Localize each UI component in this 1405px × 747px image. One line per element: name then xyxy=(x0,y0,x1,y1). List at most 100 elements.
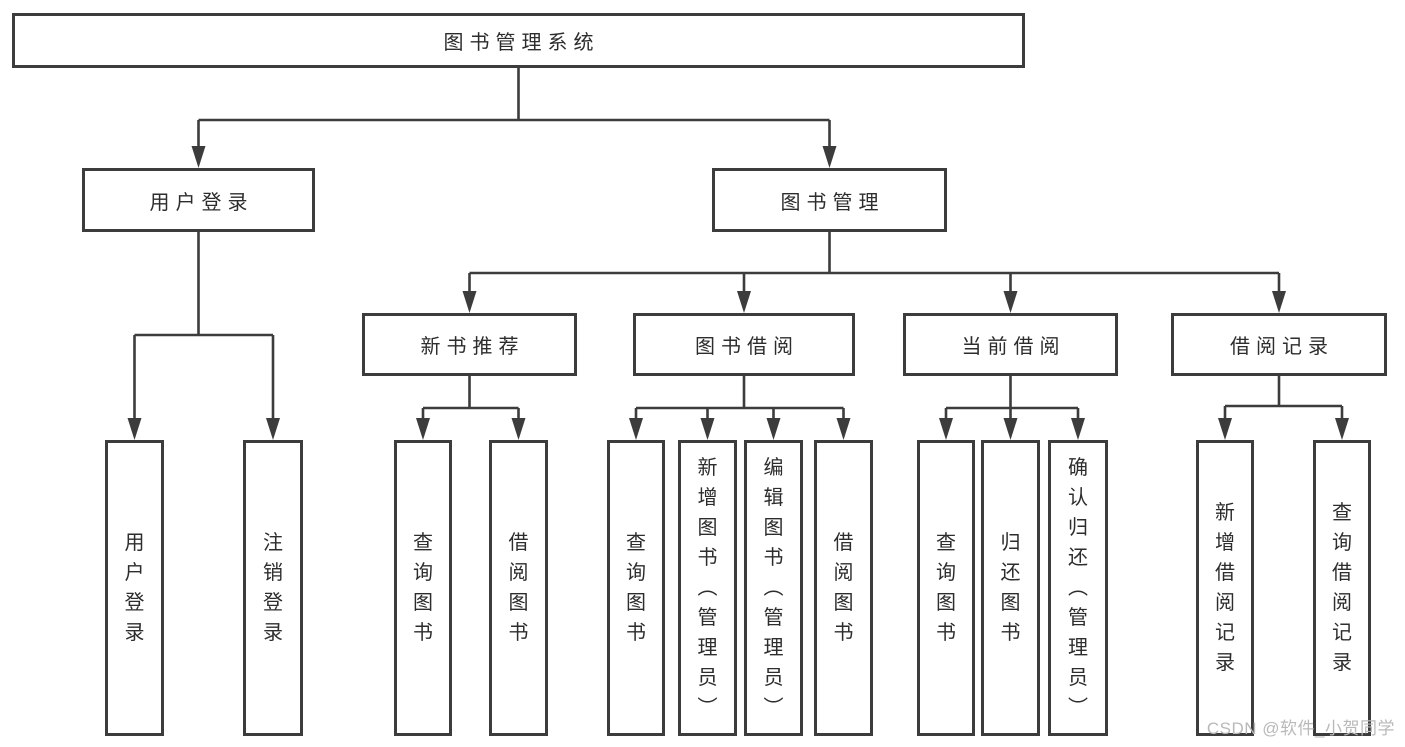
label-character: 借 xyxy=(833,532,854,554)
label-character: 增 xyxy=(1215,532,1235,554)
arrowhead-icon xyxy=(416,418,430,440)
node-current-query: 查询图书 xyxy=(917,440,975,736)
label-character: 查 xyxy=(626,532,646,554)
label-character: 借 xyxy=(1332,562,1352,584)
arrowhead-icon xyxy=(766,418,781,440)
label-character: 员 xyxy=(763,667,784,689)
label-character: 员 xyxy=(697,667,718,689)
label-character: 记 xyxy=(1332,622,1352,644)
label-character: 阅 xyxy=(1332,592,1352,614)
arrowhead-icon xyxy=(1003,418,1018,440)
arrowhead-icon xyxy=(191,146,206,168)
label-character: 借 xyxy=(1215,562,1235,584)
arrowhead-icon xyxy=(737,291,751,313)
label-character: 询 xyxy=(626,562,646,584)
label-character: 查 xyxy=(1332,502,1352,524)
label-character: 录 xyxy=(124,622,145,644)
label-character: 借 xyxy=(508,532,529,554)
arrowhead-icon xyxy=(1003,291,1018,313)
label-character: 查 xyxy=(936,532,956,554)
node-leaf-logout: 注销登录 xyxy=(243,440,303,736)
node-login: 用户登录 xyxy=(82,168,315,232)
label-character: 还 xyxy=(1000,562,1021,584)
label-character: 管 xyxy=(763,607,784,629)
node-borrow: 图书借阅 xyxy=(633,313,855,376)
label-character: 管 xyxy=(1068,607,1088,629)
label-character: 编 xyxy=(763,457,784,479)
label-character: 录 xyxy=(263,622,283,644)
label-character: 图 xyxy=(508,592,529,614)
label-character: 阅 xyxy=(833,562,854,584)
label-character: 书 xyxy=(936,622,956,644)
label-character: 新 xyxy=(1215,502,1235,524)
label-character: ︶ xyxy=(763,697,784,719)
arrowhead-icon xyxy=(511,418,526,440)
label-character: 还 xyxy=(1068,547,1088,569)
label-character: 录 xyxy=(1215,652,1235,674)
node-records: 借阅记录 xyxy=(1171,313,1387,376)
node-borrow-query: 查询图书 xyxy=(607,440,665,736)
arrowhead-icon xyxy=(939,418,953,440)
node-records-add: 新增借阅记录 xyxy=(1196,440,1254,736)
label-character: 认 xyxy=(1068,487,1088,509)
label-character: 询 xyxy=(1332,532,1352,554)
arrowhead-icon xyxy=(462,291,477,313)
label-character: 用 xyxy=(124,532,145,554)
label-character: 记 xyxy=(1215,622,1235,644)
node-rec-query: 查询图书 xyxy=(394,440,452,736)
label-character: 书 xyxy=(508,622,529,644)
label-character: 图 xyxy=(626,592,646,614)
label-character: 销 xyxy=(263,562,283,584)
watermark: CSDN @软件_小贺同学 xyxy=(1206,719,1395,738)
label-character: 阅 xyxy=(1215,592,1235,614)
node-borrow-lend: 借阅图书 xyxy=(814,440,873,736)
label-character: 辑 xyxy=(763,487,784,509)
label-character: 查 xyxy=(413,532,433,554)
node-current: 当前借阅 xyxy=(903,313,1118,376)
label-character: 图 xyxy=(833,592,854,614)
label-character: 增 xyxy=(697,487,718,509)
arrowhead-icon xyxy=(1272,291,1286,313)
label-character: ︵ xyxy=(1068,577,1088,599)
label-character: 管 xyxy=(697,607,718,629)
label-character: 新 xyxy=(697,457,718,479)
arrowhead-icon xyxy=(1218,418,1232,440)
node-current-confirm: 确认归还 ︵ 管理员 ︶ xyxy=(1048,440,1108,736)
node-current-return: 归还图书 xyxy=(981,440,1040,736)
arrowhead-icon xyxy=(629,418,643,440)
label-character: ︵ xyxy=(763,577,784,599)
label-character: 理 xyxy=(763,637,784,659)
label-character: 书 xyxy=(413,622,433,644)
node-root: 图书管理系统 xyxy=(12,13,1025,68)
arrowhead-icon xyxy=(836,418,851,440)
node-leaf-login: 用户登录 xyxy=(105,440,164,736)
label-character: 书 xyxy=(626,622,646,644)
arrowhead-icon xyxy=(700,418,715,440)
label-character: 图 xyxy=(763,517,784,539)
label-character: 书 xyxy=(763,547,784,569)
node-mgmt: 图书管理 xyxy=(712,168,947,232)
label-character: ︶ xyxy=(697,697,718,719)
label-character: 图 xyxy=(413,592,433,614)
label-character: 询 xyxy=(936,562,956,584)
label-character: ︶ xyxy=(1068,697,1088,719)
label-character: 图 xyxy=(697,517,718,539)
label-character: 理 xyxy=(1068,637,1088,659)
label-character: 书 xyxy=(1000,622,1021,644)
label-character: 书 xyxy=(697,547,718,569)
arrowhead-icon xyxy=(1335,418,1349,440)
label-character: 确 xyxy=(1068,457,1088,479)
node-borrow-add: 新增图书︵管理员︶ xyxy=(678,440,737,736)
label-character: 归 xyxy=(1068,517,1088,539)
node-borrow-edit: 编辑图书 ︵ 管理员 ︶ xyxy=(744,440,803,736)
label-character: 书 xyxy=(833,622,854,644)
label-character: 员 xyxy=(1068,667,1088,689)
node-rec-borrow: 借阅图书 xyxy=(489,440,548,736)
label-character: 户 xyxy=(124,562,145,584)
label-character: 录 xyxy=(1332,652,1352,674)
arrowhead-icon xyxy=(127,418,142,440)
label-character: 归 xyxy=(1000,532,1021,554)
label-character: 登 xyxy=(263,592,283,614)
label-character: 阅 xyxy=(508,562,529,584)
